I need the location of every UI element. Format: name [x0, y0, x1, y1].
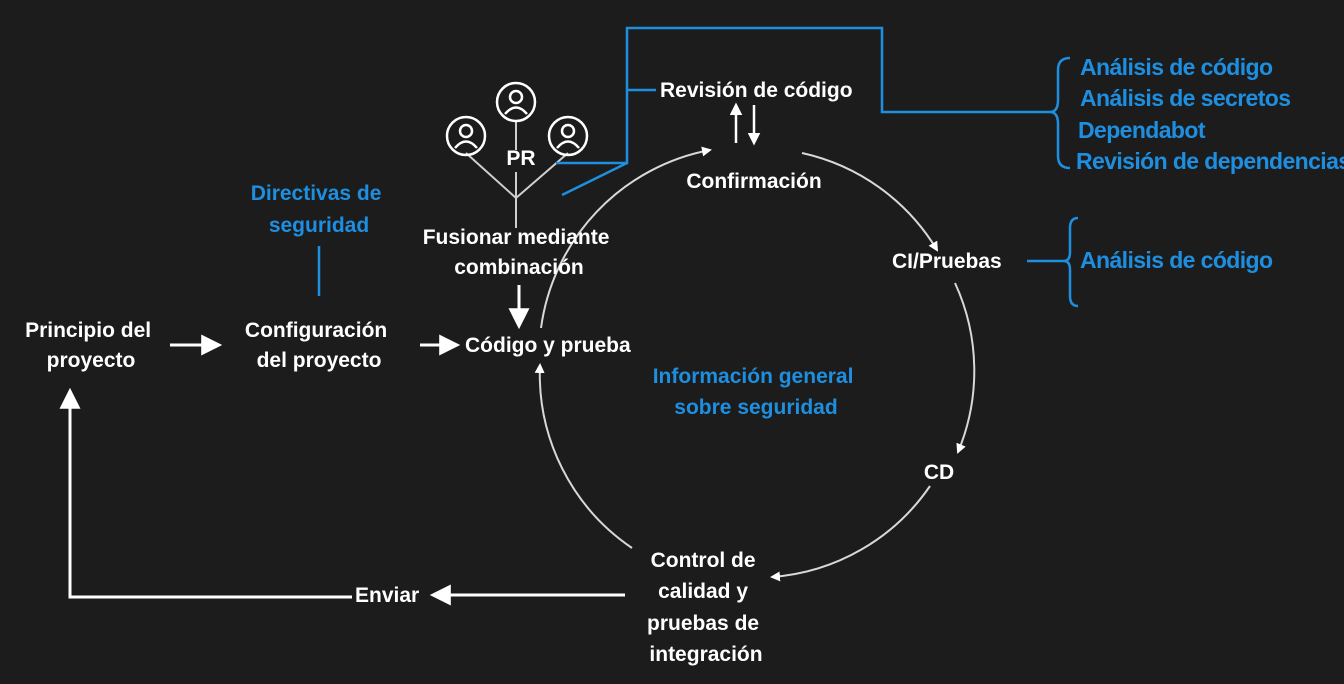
arc-code-to-commit: [540, 146, 712, 329]
pr-fan: [465, 120, 569, 228]
merge-label: Fusionar mediante combinación: [423, 226, 616, 279]
cycle-arcs: [534, 146, 976, 582]
ci-tools-list: Análisis de código: [1080, 247, 1273, 273]
security-overview-label: Información general sobre seguridad: [653, 365, 860, 419]
commit-label: Confirmación: [686, 170, 821, 193]
qa-label: Control de calidad y pruebas de integrac…: [647, 549, 765, 666]
security-connectors: [317, 26, 1079, 308]
review-scope-bracket: [556, 26, 1053, 165]
user-circle-icon: [445, 115, 487, 157]
security-annotations: Directivas de seguridad Información gene…: [251, 54, 1344, 419]
arc-qa-to-code: [534, 363, 633, 549]
node-labels: Principio del proyecto Configuración del…: [25, 79, 1002, 666]
arrow-ship-to-start: [59, 387, 352, 599]
user-circle-icon: [495, 81, 537, 123]
project-config-label: Configuración del proyecto: [245, 319, 393, 372]
review-tools-brace: [1049, 56, 1071, 170]
arc-ci-to-cd: [954, 282, 976, 454]
ci-tools-brace: [1063, 216, 1079, 308]
arc-cd-to-qa: [770, 485, 931, 582]
security-policies-label: Directivas de seguridad: [251, 182, 388, 237]
ci-tests-label: CI/Pruebas: [892, 250, 1002, 273]
pr-to-confirm-connector: [561, 161, 628, 197]
project-start-label: Principio del proyecto: [25, 319, 157, 372]
code-test-label: Código y prueba: [465, 334, 631, 357]
review-tools-list: Análisis de código Análisis de secretos …: [1076, 54, 1344, 174]
cd-label: CD: [924, 461, 954, 484]
pr-label: PR: [506, 147, 535, 170]
code-review-label: Revisión de código: [660, 79, 853, 102]
flow-arrows: [59, 102, 761, 606]
ship-label: Enviar: [355, 584, 419, 607]
arc-commit-to-ci: [801, 152, 939, 252]
user-circle-icon: [547, 115, 589, 157]
